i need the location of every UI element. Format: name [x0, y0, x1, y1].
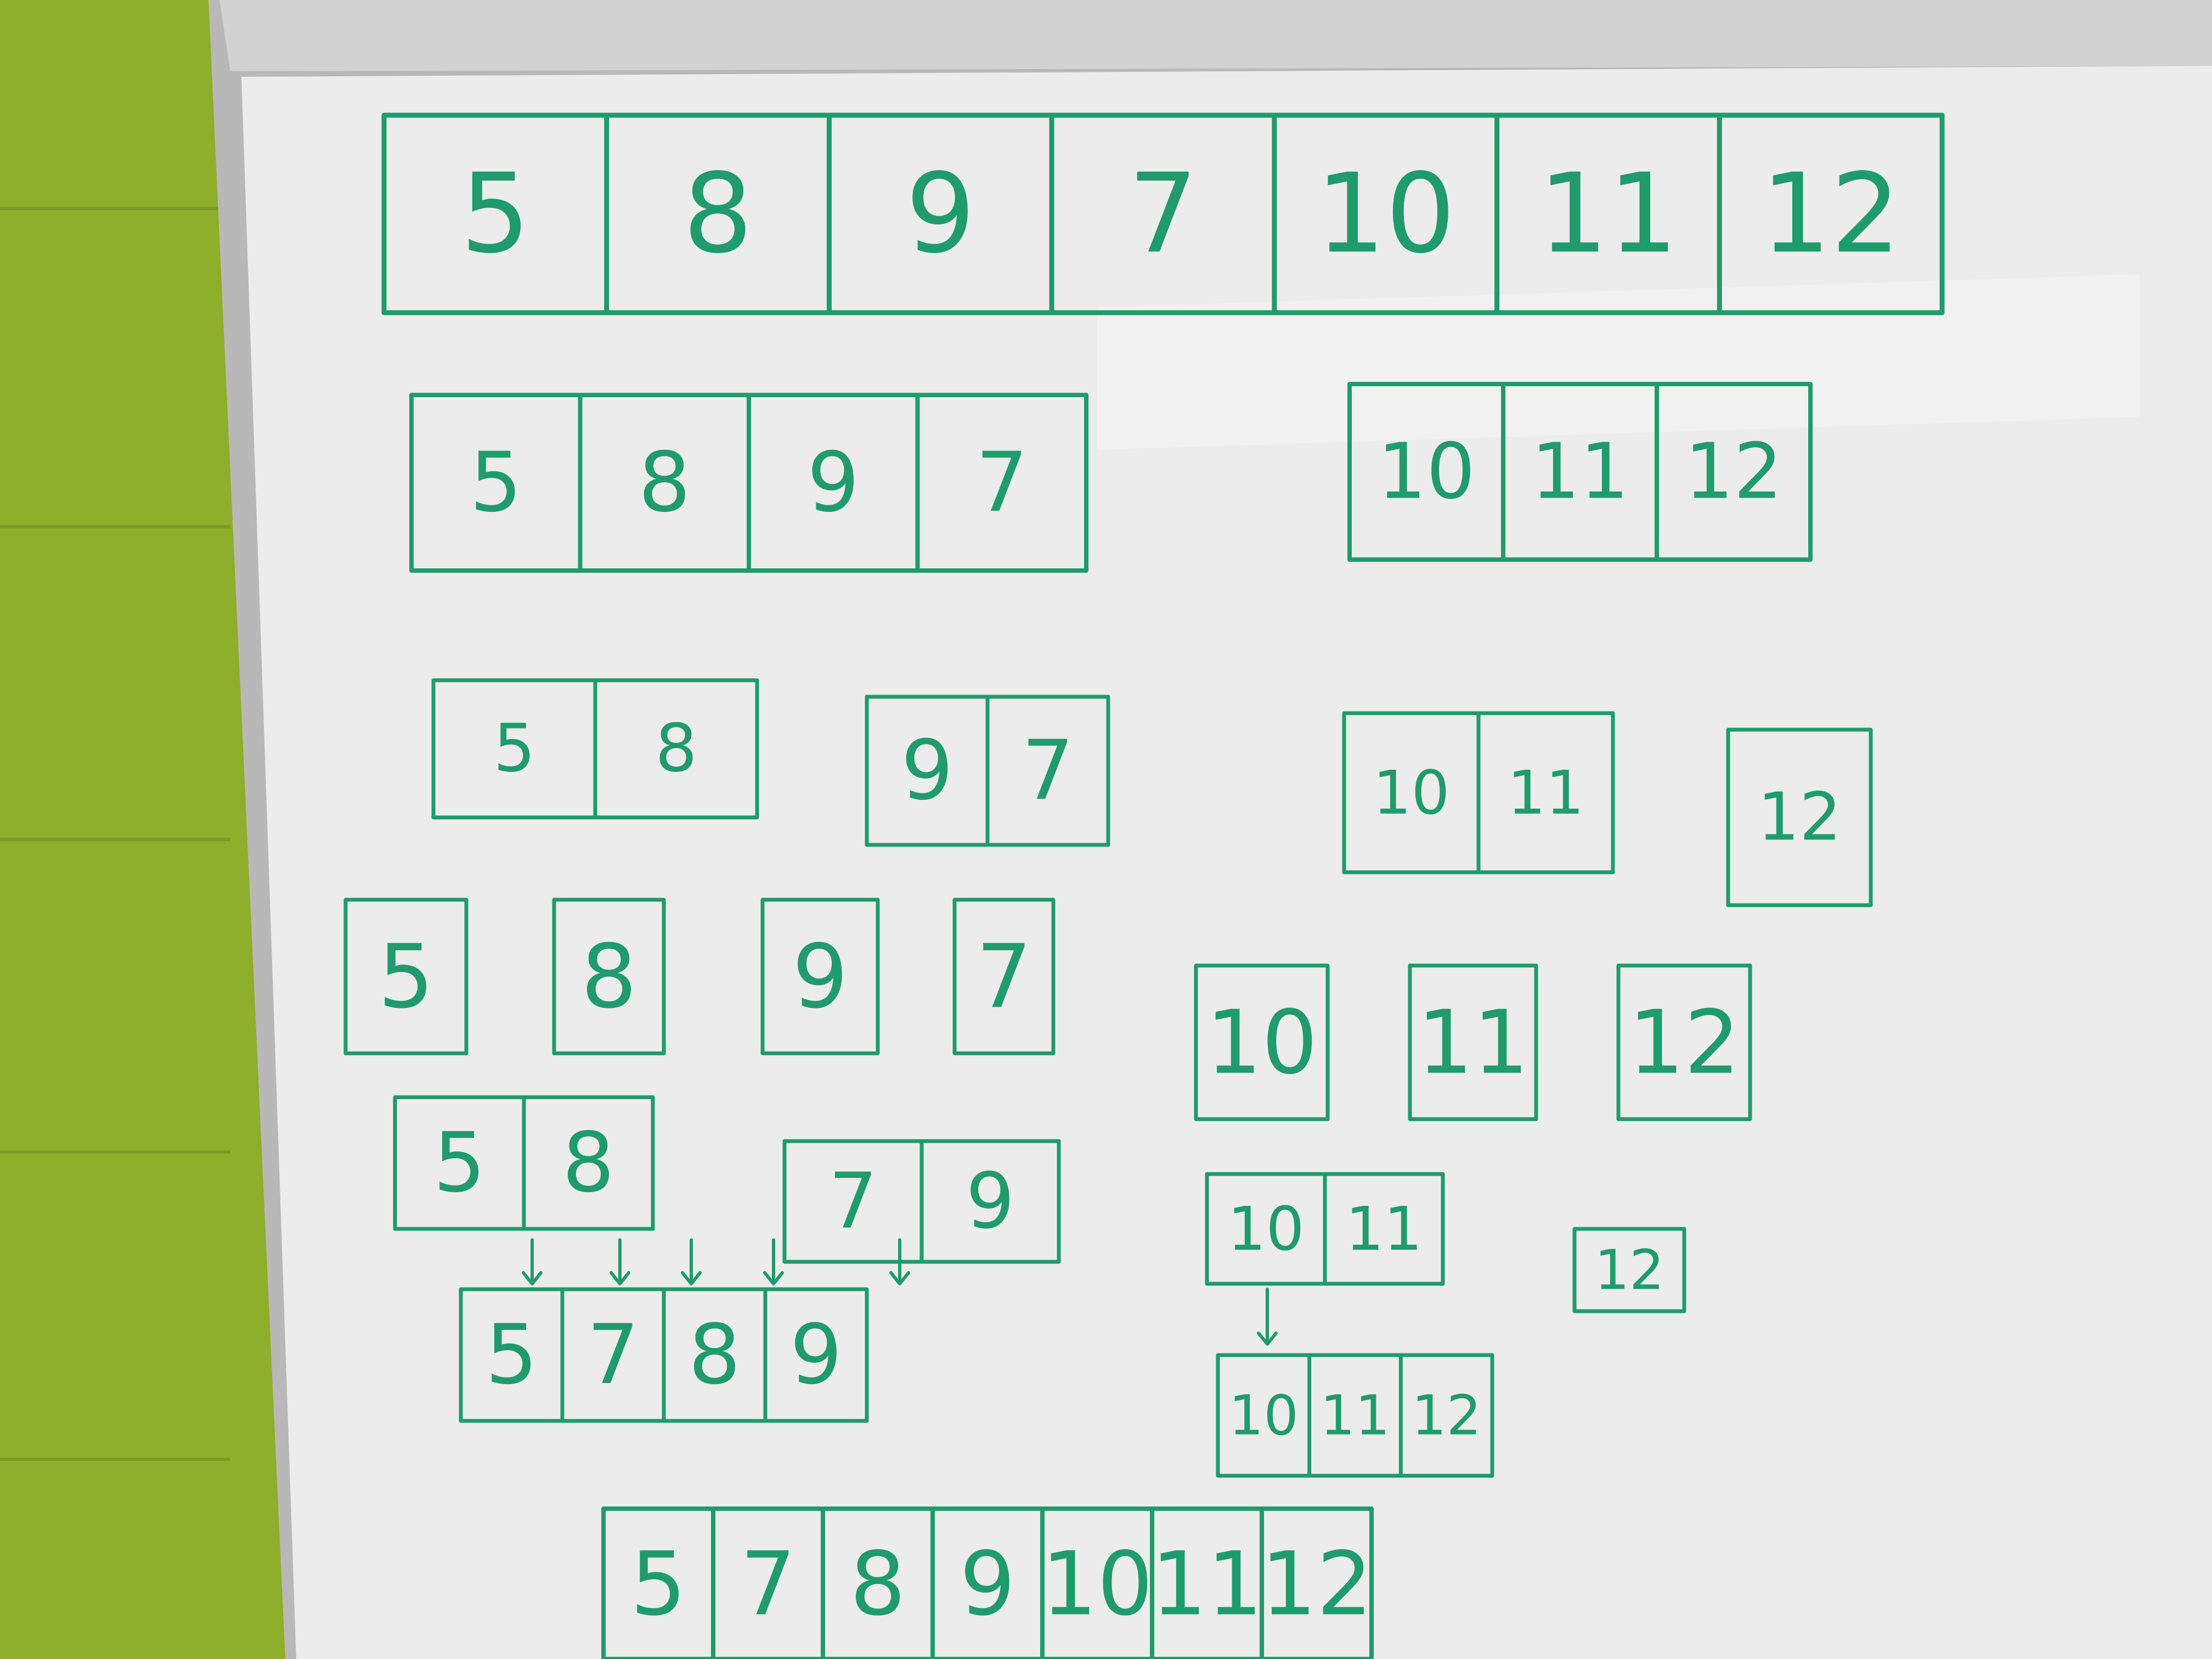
single-12-cell: 12: [1628, 991, 1740, 1094]
merge-arrow-4: [763, 1238, 784, 1285]
merge-10-11-12-cell: 10: [1229, 1384, 1299, 1448]
wall-brick-lines: [0, 207, 230, 1461]
merge-10-11-12-outline: [1216, 1353, 1494, 1478]
single-9-cell: 9: [792, 926, 848, 1028]
split-left-array-cell: 8: [639, 435, 691, 531]
merge-arrow-5: [889, 1238, 910, 1285]
merge-10-11-12: 10 11 12: [1216, 1353, 1494, 1478]
split-10-11-cell: 10: [1373, 758, 1450, 828]
split-right-array-cell: 11: [1531, 427, 1629, 517]
single-7-outline: [952, 898, 1056, 1056]
sorted-array-cell: 7: [740, 1533, 796, 1635]
single-5-outline: [343, 898, 469, 1056]
single-12-outline: [1616, 963, 1752, 1121]
original-array-cell: 10: [1316, 150, 1455, 278]
split-9-7-cell: 9: [901, 723, 953, 819]
merge-12-outline: [1572, 1227, 1686, 1313]
single-7: 7: [952, 898, 1056, 1056]
merge-5-7-8-9-cell: 5: [486, 1307, 538, 1403]
sorted-array-cell: 5: [630, 1533, 686, 1635]
sorted-array-outline: [601, 1506, 1374, 1659]
merge-5-7-8-9-cell: 7: [587, 1307, 639, 1403]
merge-10-11: 10 11: [1205, 1172, 1445, 1286]
merge-5-7-8-9-cell: 8: [689, 1307, 741, 1403]
original-array-cell: 12: [1761, 150, 1901, 278]
merge-5-7-8-9-cell: 9: [790, 1307, 842, 1403]
board-surface: [241, 66, 2212, 1659]
sorted-array-cell: 8: [850, 1533, 906, 1635]
merge-arrow-2: [610, 1238, 630, 1285]
original-array-cell: 7: [1128, 150, 1198, 278]
merge-7-9-cell: 7: [828, 1157, 877, 1246]
merge-7-9-cell: 9: [966, 1157, 1014, 1246]
sorted-array-cell: 9: [960, 1533, 1015, 1635]
original-array-cell: 8: [683, 150, 753, 278]
split-right-array-outline: [1347, 382, 1813, 562]
original-array: 5 8 9 7 10 11 12: [381, 112, 1945, 315]
split-left-array-cell: 7: [976, 435, 1028, 531]
split-10-11: 10 11: [1342, 711, 1615, 874]
single-8: 8: [552, 898, 666, 1056]
single-8-cell: 8: [581, 926, 637, 1028]
split-left-array-cell: 5: [470, 435, 522, 531]
original-array-cell: 9: [906, 150, 975, 278]
original-array-cell: 11: [1538, 150, 1678, 278]
single-10-cell: 10: [1206, 991, 1318, 1094]
single-9: 9: [760, 898, 880, 1056]
split-right-array: 10 11 12: [1347, 382, 1813, 562]
split-5-8-cell: 8: [655, 711, 697, 787]
split-right-array-cell: 12: [1685, 427, 1782, 517]
split-5-8-cell: 5: [493, 711, 535, 787]
single-11-cell: 11: [1417, 991, 1529, 1094]
single-11: 11: [1408, 963, 1538, 1121]
split-10-11-cell: 11: [1508, 758, 1584, 828]
single-9-outline: [760, 898, 880, 1056]
sorted-array-cell: 11: [1151, 1533, 1263, 1635]
sorted-array-cell: 10: [1041, 1533, 1153, 1635]
single-10: 10: [1194, 963, 1330, 1121]
split-9-7-cell: 7: [1022, 723, 1074, 819]
split-12-outline: [1726, 727, 1873, 907]
merge-arrow-right: [1257, 1288, 1278, 1346]
board-top-rail: [219, 0, 2212, 71]
merge-10-11-12-cell: 12: [1412, 1384, 1481, 1448]
merge-12: 12: [1572, 1227, 1686, 1313]
original-array-outline: [381, 112, 1945, 315]
merge-5-8-cell: 5: [433, 1115, 486, 1211]
single-7-cell: 7: [976, 926, 1032, 1028]
merge-10-11-cell: 11: [1346, 1194, 1423, 1264]
sorted-array-cell: 12: [1261, 1533, 1373, 1635]
merge-12-cell: 12: [1594, 1238, 1664, 1302]
split-12: 12: [1726, 727, 1873, 907]
original-array-cell: 5: [460, 150, 530, 278]
single-12: 12: [1616, 963, 1752, 1121]
single-5-cell: 5: [378, 926, 434, 1028]
single-5: 5: [343, 898, 469, 1056]
board-highlight: [1097, 274, 2140, 450]
merge-arrow-3: [681, 1238, 702, 1285]
split-left-array-cell: 9: [807, 435, 859, 531]
single-8-outline: [552, 898, 666, 1056]
merge-10-11-cell: 10: [1228, 1194, 1305, 1264]
split-12-cell: 12: [1758, 780, 1842, 856]
split-right-array-cell: 10: [1378, 427, 1475, 517]
merge-arrow-1: [522, 1238, 543, 1285]
single-11-outline: [1408, 963, 1538, 1121]
split-left-array: 5 8 9 7: [409, 393, 1088, 573]
merge-5-8-cell: 8: [562, 1115, 614, 1211]
single-10-outline: [1194, 963, 1330, 1121]
merge-10-11-12-cell: 11: [1320, 1384, 1390, 1448]
